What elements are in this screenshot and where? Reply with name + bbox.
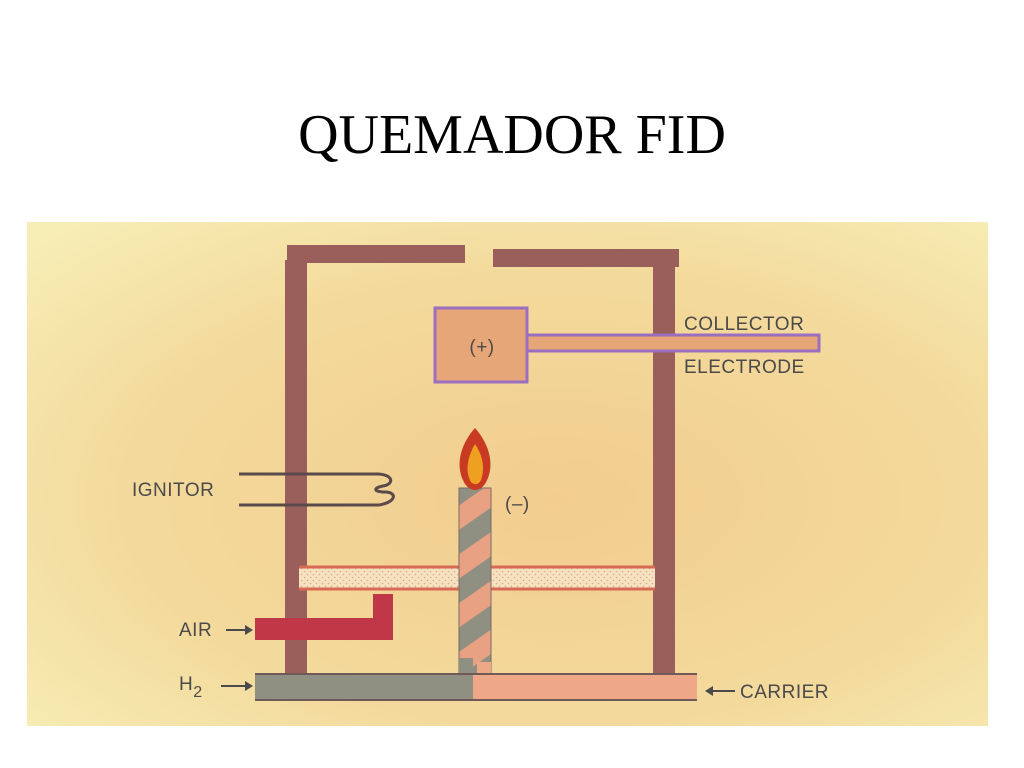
diagram-background <box>27 222 988 726</box>
carrier-line <box>255 662 697 701</box>
fid-burner-diagram: (+) COLLECTOR ELECTRODE IGNITOR <box>27 222 988 726</box>
flame <box>459 428 491 490</box>
jet-polarity-label: (–) <box>505 494 530 515</box>
h2-label: H2 <box>179 674 203 701</box>
carrier-label: CARRIER <box>740 682 829 703</box>
h2-arrow <box>221 681 253 691</box>
ignitor-label: IGNITOR <box>132 480 214 501</box>
air-arrow <box>226 625 253 635</box>
electrode-label: ELECTRODE <box>684 357 805 378</box>
diagram-svg: (+) COLLECTOR ELECTRODE IGNITOR <box>27 222 988 726</box>
collector-polarity-label: (+) <box>469 337 494 358</box>
slide-title: QUEMADOR FID <box>298 104 726 166</box>
ignitor-coil <box>239 472 395 507</box>
flame-jet <box>458 487 492 675</box>
air-label: AIR <box>179 620 212 641</box>
collector-electrode: (+) <box>433 306 821 384</box>
carrier-arrow <box>705 686 735 696</box>
detector-housing <box>285 245 679 678</box>
air-inlet <box>255 594 393 640</box>
collector-label: COLLECTOR <box>684 314 804 335</box>
